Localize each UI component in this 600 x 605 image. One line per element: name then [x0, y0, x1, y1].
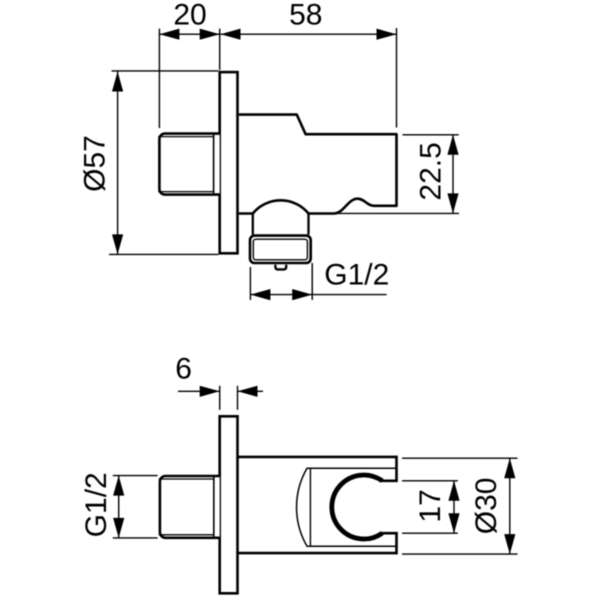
svg-text:22.5: 22.5 — [414, 142, 447, 200]
svg-text:Ø30: Ø30 — [470, 478, 503, 535]
svg-text:G1/2: G1/2 — [324, 258, 389, 291]
svg-text:G1/2: G1/2 — [80, 472, 113, 537]
svg-text:Ø57: Ø57 — [78, 135, 111, 192]
svg-text:58: 58 — [289, 0, 322, 32]
svg-text:17: 17 — [414, 489, 447, 522]
svg-text:20: 20 — [173, 0, 206, 32]
svg-text:6: 6 — [175, 353, 192, 386]
